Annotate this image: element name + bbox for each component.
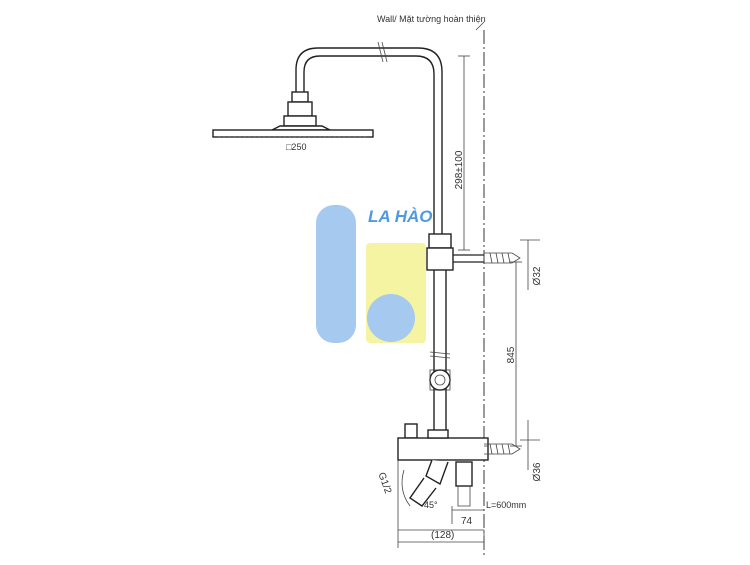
dim-phi32-label: Ø32 [532, 266, 543, 285]
wall-line [475, 21, 485, 555]
hand-shower-holder [429, 369, 451, 391]
riser-pipe [429, 238, 451, 440]
dim-298-label: 298±100 [454, 150, 465, 189]
angle-label: 45° [424, 500, 438, 510]
dim-74-label: 74 [461, 516, 473, 527]
dim-phi36-label: Ø36 [532, 462, 543, 481]
watermark-logo: LA HÀO [316, 205, 433, 343]
logo-blue-circle [367, 294, 415, 342]
mixer-body [397, 423, 521, 507]
shower-head [212, 91, 374, 138]
wall-label: Wall/ Mặt tường hoàn thiện [377, 14, 486, 24]
overhead-arm [295, 41, 443, 238]
hose-length-label: L=600mm [486, 500, 526, 510]
head-size-label: □250 [286, 142, 306, 152]
watermark-text: LA HÀO [368, 207, 433, 226]
upper-bracket [426, 233, 521, 271]
dim-845-label: 845 [506, 346, 517, 363]
dimension-lines [397, 55, 540, 548]
dim-128-label: (128) [431, 530, 454, 541]
logo-blue-bar [316, 205, 356, 343]
thread-label: G1/2 [375, 471, 393, 496]
